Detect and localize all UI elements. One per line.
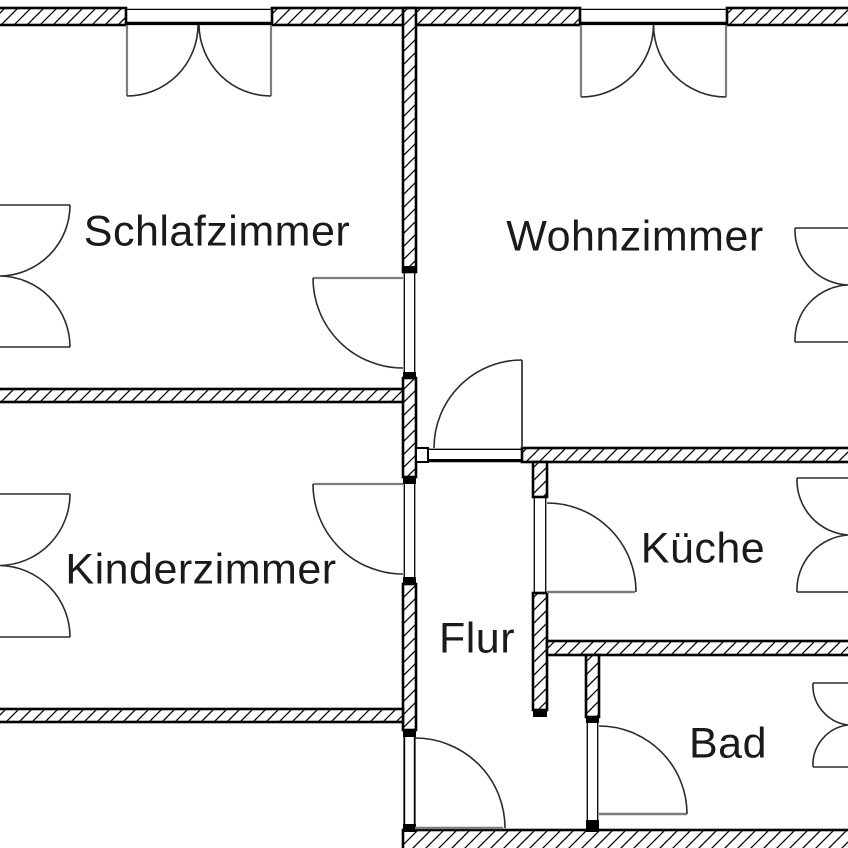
kinderzimmer-door-icon xyxy=(312,482,404,575)
room-label-bad: Bad xyxy=(688,719,768,768)
bath-west-wall-upper xyxy=(584,653,601,719)
center-wall-lower-segment xyxy=(401,582,418,732)
top-wall-right-segment xyxy=(725,6,848,27)
wohnzimmer-double-door-icon xyxy=(579,24,728,98)
bad-door-icon xyxy=(598,725,688,816)
opening-reveals xyxy=(126,8,727,830)
hall-kitchen-wall-lower xyxy=(531,591,549,712)
doors xyxy=(125,24,728,830)
wall-caps xyxy=(403,266,599,832)
room-label-kinderzimmer: Kinderzimmer xyxy=(65,545,337,594)
center-wall-upper-segment xyxy=(401,6,418,274)
bad-window-icon xyxy=(812,682,848,768)
top-wall-left-segment xyxy=(0,6,128,27)
center-wall-middle-segment xyxy=(401,376,418,479)
schlafzimmer-door-icon xyxy=(312,276,404,369)
schlafzimmer-window-icon xyxy=(0,204,71,348)
room-label-wohnzimmer: Wohnzimmer xyxy=(506,212,764,261)
room-label-schlafzimmer: Schlafzimmer xyxy=(83,207,351,256)
top-wall-middle-segment xyxy=(270,6,582,27)
hall-kitchen-wall-upper xyxy=(531,460,549,499)
schlafzimmer-double-door-icon xyxy=(125,24,273,97)
windows xyxy=(0,204,848,768)
kinderzimmer-window-icon xyxy=(0,493,71,638)
entrance-door-icon xyxy=(414,737,506,830)
kueche-window-icon xyxy=(796,477,848,593)
wohnzimmer-flur-door-icon xyxy=(433,359,523,449)
wohnzimmer-window-icon xyxy=(794,227,848,343)
livingroom-south-wall xyxy=(520,446,848,464)
bottom-wall xyxy=(401,828,848,848)
bedroom-divider-wall xyxy=(0,387,405,404)
childroom-south-wall xyxy=(0,707,405,724)
kitchen-bath-wall xyxy=(545,639,848,657)
room-label-flur: Flur xyxy=(438,614,516,663)
room-label-kueche: Küche xyxy=(640,524,766,573)
kueche-door-icon xyxy=(546,502,637,594)
